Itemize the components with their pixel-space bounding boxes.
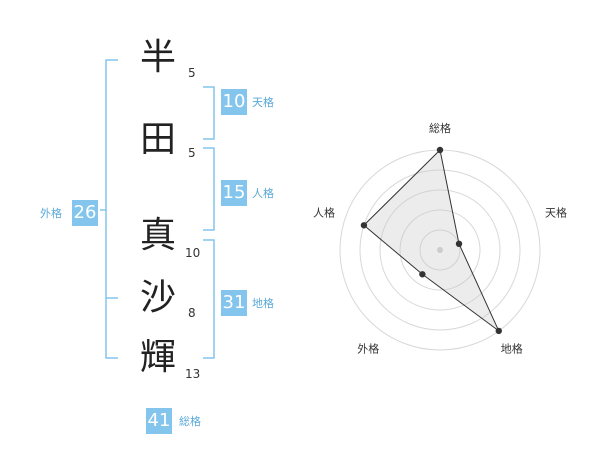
radar-point-3 bbox=[495, 327, 502, 335]
gaikaku-value: 26 bbox=[72, 200, 98, 226]
name-char-3: 真 bbox=[139, 215, 176, 256]
tenkaku-value: 10 bbox=[221, 89, 247, 115]
jinkaku-value: 15 bbox=[221, 180, 247, 206]
name-char-1: 半 bbox=[139, 37, 176, 78]
chikaku-label: 地格 bbox=[252, 297, 274, 310]
soukaku-value: 41 bbox=[146, 408, 172, 434]
name-char-4: 沙 bbox=[139, 277, 176, 318]
chikaku-bracket bbox=[203, 239, 215, 359]
radar-grid-ring bbox=[379, 189, 501, 311]
name-char-2: 田 bbox=[139, 119, 176, 160]
radar-center-dot bbox=[437, 247, 443, 253]
tenkaku-bracket bbox=[203, 86, 215, 140]
radar-axis-label-5: 人格 bbox=[313, 205, 335, 219]
stroke-count-5: 13 bbox=[185, 367, 201, 381]
outer-bracket-top bbox=[100, 59, 118, 211]
radar-axis-label-4: 外格 bbox=[357, 342, 379, 356]
jinkaku-bracket bbox=[203, 147, 215, 231]
jinkaku-label: 人格 bbox=[252, 187, 274, 200]
tenkaku-label: 天格 bbox=[252, 96, 274, 109]
gaikaku-label: 外格 bbox=[40, 207, 62, 220]
soukaku-label: 総格 bbox=[179, 415, 201, 428]
radar-point-2 bbox=[455, 240, 463, 248]
stroke-count-2: 5 bbox=[188, 146, 196, 160]
outer-bracket-bottom bbox=[105, 210, 118, 359]
radar-series-polygon bbox=[363, 148, 500, 332]
stroke-count-1: 5 bbox=[188, 66, 196, 80]
chikaku-value: 31 bbox=[221, 290, 247, 316]
radar-point-1 bbox=[436, 146, 444, 154]
radar-axis-label-2: 天格 bbox=[545, 205, 567, 219]
radar-axis-label-1: 総格 bbox=[429, 121, 451, 135]
radar-axis-label-3: 地格 bbox=[501, 342, 523, 356]
radar-data bbox=[360, 146, 502, 335]
stroke-count-3: 10 bbox=[185, 246, 201, 260]
radar-grid-ring bbox=[419, 229, 461, 271]
stroke-count-4: 8 bbox=[188, 306, 196, 320]
name-char-5: 輝 bbox=[139, 337, 176, 378]
radar-point-4 bbox=[419, 271, 426, 278]
radar-grid-ring bbox=[359, 169, 521, 331]
radar-grid-ring bbox=[399, 209, 481, 291]
radar-point-5 bbox=[360, 222, 368, 229]
